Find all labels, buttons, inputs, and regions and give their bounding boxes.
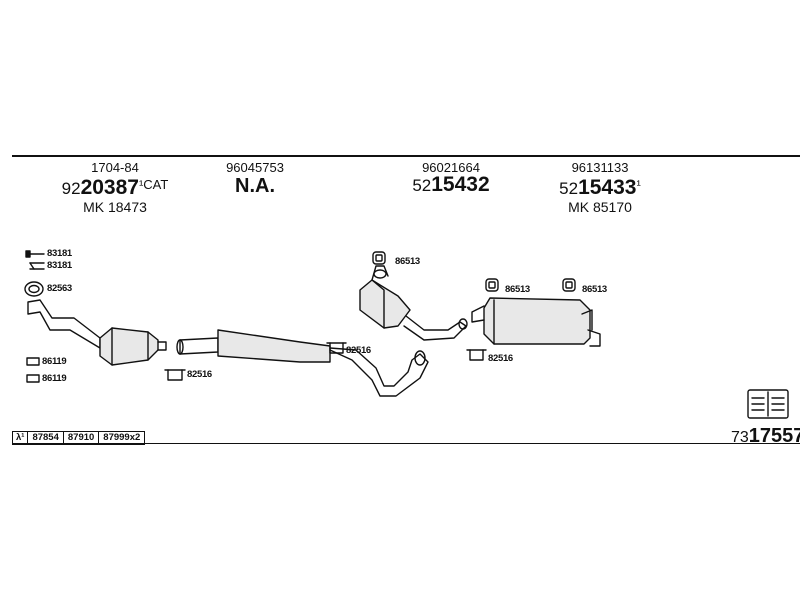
- label-hanger-middle: 86513: [395, 256, 420, 267]
- label-clamp-lower: 86119: [42, 373, 67, 384]
- part-number: 5215432: [412, 173, 490, 196]
- mounting-kit: MK 85170: [568, 199, 632, 215]
- clamp-icon: [326, 342, 347, 354]
- label-clamp-rear: 82516: [488, 353, 513, 364]
- label-bolt: 83181: [47, 248, 72, 259]
- bottom-rule: [12, 443, 800, 444]
- part-number: 5215433¹: [559, 176, 641, 199]
- header-col-middle-silencer: 96021664 5215432: [386, 160, 516, 196]
- catalytic-converter: [27, 299, 167, 366]
- label-hanger-rear-left: 86513: [505, 284, 530, 295]
- label-clamp-upper: 86119: [42, 356, 67, 367]
- rubber-hanger-icon: [562, 278, 576, 292]
- accessory-cell: 87999x2: [98, 432, 144, 444]
- rubber-hanger-icon: [485, 278, 499, 292]
- part-number: 9220387¹CAT: [61, 176, 169, 199]
- clamp-icon: [466, 349, 487, 361]
- mounting-kit: MK 18473: [83, 199, 147, 215]
- label-clamp-middle: 82516: [346, 345, 371, 356]
- nut-icon: [29, 262, 45, 270]
- header-col-front-pipe: 96045753 N.A.: [190, 160, 320, 197]
- clamp-icon: [164, 369, 186, 381]
- oem-ref: 96021664: [422, 160, 480, 175]
- middle-silencer: [359, 265, 468, 341]
- label-gasket: 82563: [47, 283, 72, 294]
- label-hanger-rear-right: 86513: [582, 284, 607, 295]
- header-col-catalyst: 1704-84 9220387¹CAT MK 18473: [40, 160, 190, 215]
- label-clamp-front: 82516: [187, 369, 212, 380]
- bolt-icon: [25, 250, 45, 258]
- rear-silencer: [471, 297, 601, 347]
- front-pipe-resonator: [176, 329, 429, 397]
- rubber-hanger-icon: [372, 251, 386, 265]
- accessory-cell: 87910: [62, 432, 98, 444]
- oem-ref: 96045753: [226, 160, 284, 175]
- gasket-icon: [24, 281, 44, 297]
- top-rule: [12, 155, 800, 157]
- book-info-icon: [747, 389, 789, 419]
- diagram-number: 7317557: [731, 425, 800, 447]
- part-not-available: N.A.: [235, 175, 275, 197]
- lambda-cell: λ¹: [16, 432, 25, 443]
- accessory-cell: 87854: [27, 432, 62, 444]
- oem-ref: 96131133: [571, 160, 629, 175]
- accessory-table: λ¹ 87854 87910 87999x2: [12, 431, 146, 445]
- clamp-icon: [26, 357, 40, 383]
- header-col-rear-silencer: 96131133 5215433¹ MK 85170: [530, 160, 670, 215]
- oem-ref: 1704-84: [91, 160, 139, 175]
- label-nut: 83181: [47, 260, 72, 271]
